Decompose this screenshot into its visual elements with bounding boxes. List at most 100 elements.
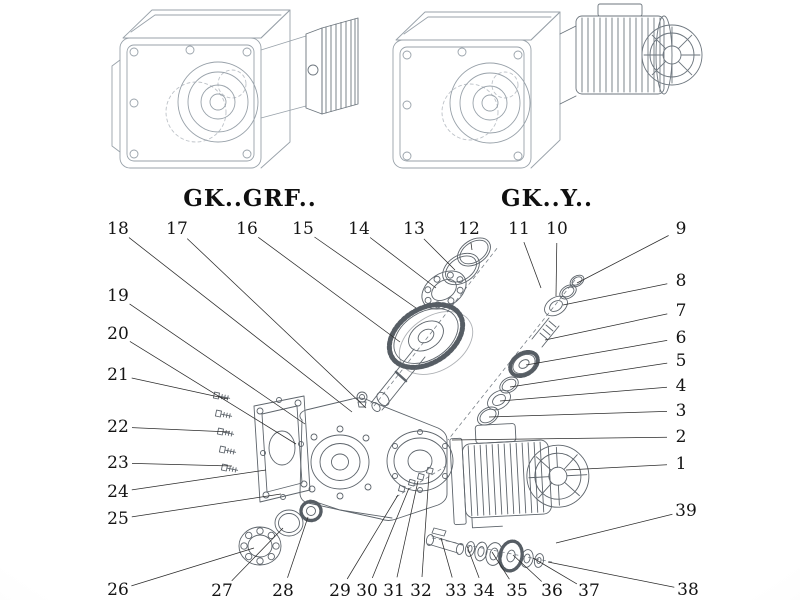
part-number-30: 30 <box>356 581 378 600</box>
brake-fin-block <box>305 17 359 115</box>
shaft-key <box>431 527 447 537</box>
leader-line-32 <box>421 473 430 578</box>
input-shaft-group <box>477 274 585 426</box>
part-number-35: 35 <box>506 581 528 600</box>
part-number-3: 3 <box>676 401 687 421</box>
leader-line-2 <box>451 436 668 441</box>
part-number-34: 34 <box>473 581 495 600</box>
part-number-33: 33 <box>445 581 467 600</box>
mounting-flange-plate <box>253 395 311 503</box>
leader-line-13 <box>423 238 456 271</box>
leader-line-6 <box>525 340 668 366</box>
leader-line-36 <box>512 554 542 582</box>
part-number-39: 39 <box>675 501 697 521</box>
part-number-37: 37 <box>578 581 600 600</box>
part-number-36: 36 <box>541 581 563 600</box>
motor-drawing <box>559 3 703 105</box>
motor-terminal-box <box>474 423 517 444</box>
axis-input-shaft <box>447 279 576 441</box>
part-number-25: 25 <box>107 509 129 529</box>
motor-foot <box>471 517 503 529</box>
leader-line-27 <box>231 527 284 582</box>
leader-line-26 <box>131 547 255 587</box>
part-number-7: 7 <box>676 301 687 321</box>
leader-line-37 <box>532 557 578 585</box>
motor-mount-bolts <box>398 466 434 493</box>
part-number-27: 27 <box>211 581 233 600</box>
part-number-31: 31 <box>383 581 405 600</box>
axis-bottom-shaft <box>431 537 553 563</box>
part-number-28: 28 <box>272 581 294 600</box>
leader-line-3 <box>488 411 668 418</box>
part-number-9: 9 <box>676 219 687 239</box>
axis-output-shaft <box>373 246 499 407</box>
variant-label-gk-y: GK..Y.. <box>501 185 593 212</box>
leader-line-8 <box>562 283 668 306</box>
part-number-21: 21 <box>107 365 129 385</box>
shaft-keyway <box>394 370 408 383</box>
exploded-view <box>212 237 590 573</box>
part-number-18: 18 <box>107 219 129 239</box>
leader-line-1 <box>565 464 668 471</box>
leader-line-14 <box>369 237 437 289</box>
leader-line-18 <box>128 237 353 413</box>
leader-line-7 <box>544 313 668 341</box>
variant-label-gk-grf: GK..GRF.. <box>183 185 316 212</box>
gearbox-y-drawing <box>392 3 703 169</box>
part-number-4: 4 <box>676 376 687 396</box>
leader-line-5 <box>509 362 668 388</box>
leader-line-35 <box>491 551 510 580</box>
lower-bearing-group <box>238 499 323 566</box>
leader-line-25 <box>131 493 282 518</box>
part-number-15: 15 <box>292 219 314 239</box>
axis-motor-bolts <box>395 465 447 498</box>
leader-line-9 <box>576 235 669 284</box>
leader-line-28 <box>287 516 309 578</box>
leader-line-16 <box>258 236 401 343</box>
part-number-26: 26 <box>107 580 129 600</box>
leader-line-21 <box>131 377 229 400</box>
leader-line-20 <box>129 341 297 445</box>
part-number-20: 20 <box>107 324 129 344</box>
leader-line-33 <box>440 537 453 578</box>
part-number-23: 23 <box>107 453 129 473</box>
output-gear-group <box>370 237 491 412</box>
part-number-11: 11 <box>508 219 530 239</box>
part-number-29: 29 <box>329 581 351 600</box>
leader-line-17 <box>186 238 367 409</box>
part-number-17: 17 <box>166 219 188 239</box>
part-number-6: 6 <box>676 328 687 348</box>
gearbox-grf-drawing <box>111 9 359 169</box>
part-number-22: 22 <box>107 417 129 437</box>
leader-line-19 <box>129 303 306 425</box>
leader-line-15 <box>314 236 417 309</box>
part-number-2: 2 <box>676 427 687 447</box>
part-number-10: 10 <box>546 219 568 239</box>
part-number-19: 19 <box>107 286 129 306</box>
part-number-38: 38 <box>677 580 699 600</box>
output-shaft-parts <box>425 527 545 573</box>
leader-line-38 <box>547 561 675 588</box>
part-number-32: 32 <box>410 581 432 600</box>
leader-line-12 <box>470 242 473 251</box>
leader-line-31 <box>396 480 419 578</box>
gear-housing <box>299 391 454 521</box>
part-number-14: 14 <box>348 219 370 239</box>
part-number-8: 8 <box>676 271 687 291</box>
fastener-screws <box>212 391 239 473</box>
part-number-13: 13 <box>403 219 425 239</box>
part-number-5: 5 <box>676 351 687 371</box>
leader-line-11 <box>523 241 542 289</box>
leader-line-39 <box>555 513 673 544</box>
part-number-1: 1 <box>676 454 687 474</box>
part-number-24: 24 <box>107 482 129 502</box>
leader-line-29 <box>346 494 399 580</box>
leader-line-30 <box>371 487 410 579</box>
part-number-12: 12 <box>458 219 480 239</box>
leader-line-34 <box>466 545 480 579</box>
leader-line-22 <box>131 427 231 433</box>
part-number-16: 16 <box>236 219 258 239</box>
